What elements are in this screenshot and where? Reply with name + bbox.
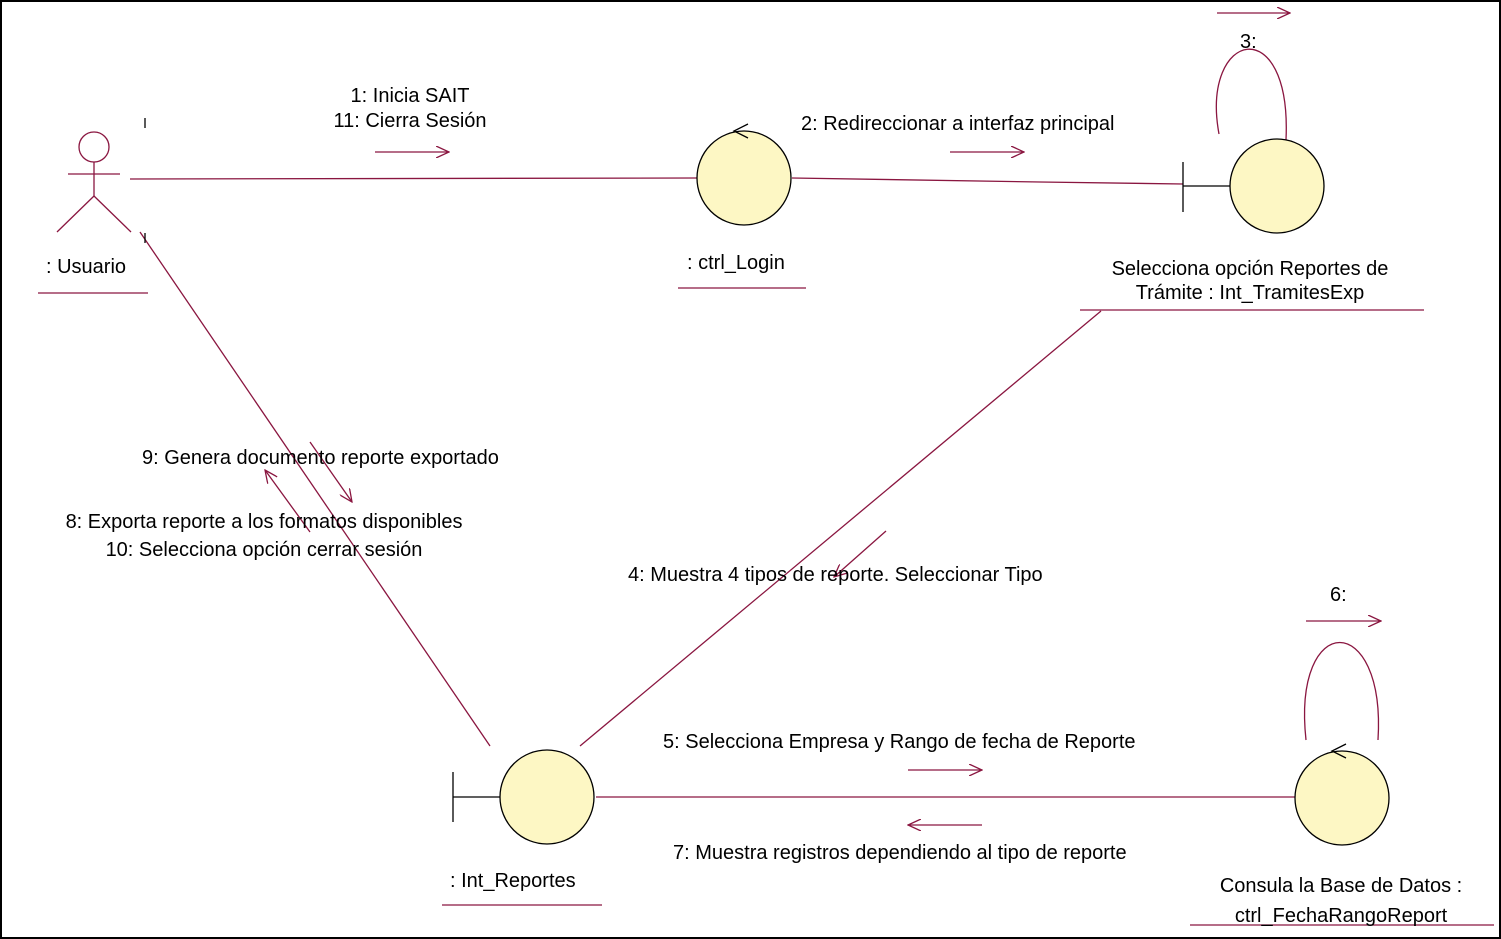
object-label-ctrl-login: : ctrl_Login [687,252,785,274]
link-usuario-reportes [139,231,491,747]
message-label-m5: 5: Selecciona Empresa y Rango de fecha d… [663,731,1136,753]
link-usuario-login [129,177,698,180]
object-label-int-tramitesexp: Selecciona opción Reportes de Trámite : … [1070,257,1430,305]
link-tramites-reportes [579,310,1102,747]
message-label-m3: 3: [1240,31,1257,53]
self-link-fecha [1304,642,1380,741]
object-label-line: Trámite : Int_TramitesExp [1135,282,1365,304]
arrow-m8 [265,470,311,533]
boundary-int-tramitesexp-icon [1182,138,1325,234]
control-ctrl-login-icon [696,123,792,226]
message-label-m11: 11: Cierra Sesión [333,110,487,132]
message-label-m8: 8: Exporta reporte a los formatos dispon… [65,511,463,533]
object-label-line: Selecciona opción Reportes de [1111,258,1389,280]
message-label-group-1-11: 1: Inicia SAIT 11: Cierra Sesión [300,84,520,134]
message-label-m9: 9: Genera documento reporte exportado [142,447,499,469]
message-label-m7: 7: Muestra registros dependiendo al tipo… [673,842,1127,864]
message-label-m4: 4: Muestra 4 tipos de reporte. Seleccion… [628,564,1043,586]
message-label-m1: 1: Inicia SAIT [350,85,470,107]
self-link-tramites [1215,48,1287,141]
message-label-m6: 6: [1330,584,1347,606]
arrow-m4 [834,530,887,577]
control-ctrl-fecharangoreport-icon [1294,743,1390,846]
object-label-ctrl-fecharangoreport: Consula la Base de Datos : ctrl_FechaRan… [1182,871,1500,931]
object-label-usuario: : Usuario [46,256,127,278]
message-label-m10: 10: Selecciona opción cerrar sesión [105,539,423,561]
object-label-int-reportes: : Int_Reportes [450,870,576,892]
boundary-int-reportes-icon [452,749,595,845]
arrow-m9 [309,441,352,502]
actor-usuario-icon [56,131,132,233]
message-label-m2: 2: Redireccionar a interfaz principal [801,113,1115,135]
message-label-group-8-10: 8: Exporta reporte a los formatos dispon… [14,508,514,564]
object-label-line: ctrl_FechaRangoReport [1234,905,1448,927]
object-label-line: Consula la Base de Datos : [1219,875,1463,897]
link-login-tramites [791,177,1184,185]
